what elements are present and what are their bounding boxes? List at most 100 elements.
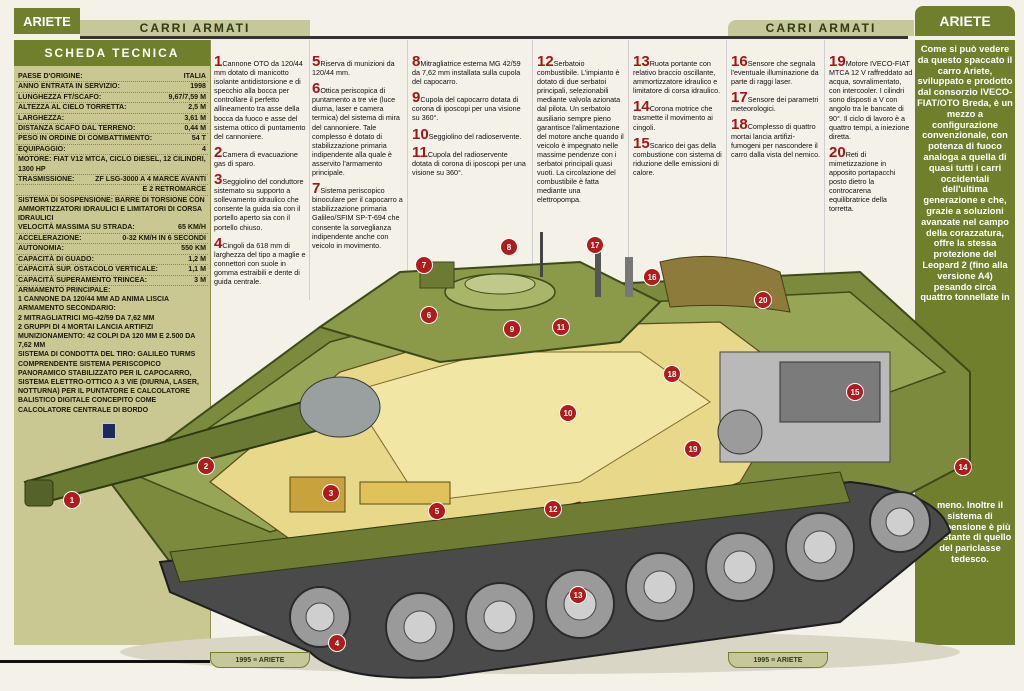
spec-row: TRASMISSIONE:ZF LSG-3000 A 4 MARCE AVANT… — [16, 175, 208, 186]
spec-row: VELOCITÀ MASSIMA SU STRADA: 65 KM/H — [16, 223, 208, 234]
callout-note: 13Ruota portante con relativo braccio os… — [633, 54, 723, 96]
callout-number: 20 — [829, 143, 846, 161]
callout-number: 8 — [412, 53, 421, 70]
left-band-label: CARRI ARMATI — [139, 21, 251, 35]
notes-column-5: 13Ruota portante con relativo braccio os… — [633, 54, 723, 183]
callout-badge-14: 14 — [954, 458, 972, 476]
left-header-band: CARRI ARMATI — [80, 20, 310, 36]
callout-text: Riserva di munizioni da 120/44 mm. — [312, 59, 395, 78]
spec-row: MOTORE: FIAT V12 MTCA, CICLO DIESEL, 12 … — [16, 155, 208, 176]
spec-key: PESO IN ORDINE DI COMBATTIMENTO: — [18, 134, 153, 143]
spec-row: PAESE D'ORIGINE:ITALIA — [16, 72, 208, 83]
spec-key: VELOCITÀ MASSIMA SU STRADA: — [18, 223, 135, 232]
callout-number: 3 — [214, 171, 223, 189]
callout-badge-2: 2 — [197, 457, 215, 475]
spec-munizionamento: MUNIZIONAMENTO: 42 COLPI DA 120 MM E 2.5… — [18, 332, 196, 350]
notes-column-6: 16Sensore che segnala l'eventuale illumi… — [731, 53, 821, 165]
spec-sospensione: SISTEMA DI SOSPENSIONE: BARRE DI TORSION… — [18, 196, 205, 223]
notes-column-1: 1Cannone OTO da 120/44 mm dotato di mani… — [214, 54, 306, 292]
callout-number: 16 — [731, 53, 748, 70]
spec-row: ALTEZZA AL CIELO TORRETTA:2,5 M — [16, 103, 208, 114]
callout-number: 12 — [537, 53, 554, 70]
callout-badge-6: 6 — [420, 306, 438, 324]
spec-row: ACCELERAZIONE:0-32 KM/H IN 6 SECONDI — [16, 234, 208, 245]
spec-key: MOTORE: FIAT V12 MTCA, CICLO DIESEL, 12 … — [18, 155, 206, 173]
callout-text: Cannone OTO da 120/44 mm dotato di manic… — [214, 59, 306, 141]
spec-row: LUNGHEZZA FT/SCAFO:9,67/7,59 M — [16, 92, 208, 104]
column-divider — [824, 40, 825, 300]
spec-value: 54 T — [191, 134, 206, 143]
callout-note: 9Cupola del capocarro dotata di corona d… — [412, 90, 528, 123]
callout-number: 2 — [214, 143, 223, 161]
callout-text: Serbatoio combustibile. L'impianto è dot… — [537, 59, 624, 205]
callout-badge-3: 3 — [322, 484, 340, 502]
notes-column-3: 8Mitragliatrice esterna MG 42/59 da 7,62… — [412, 53, 528, 183]
spec-key: ALTEZZA AL CIELO TORRETTA: — [18, 103, 127, 112]
callout-badge-15: 15 — [846, 383, 864, 401]
callout-note: 17Sensore dei parametri meteorologici. — [731, 90, 821, 114]
spec-key: CAPACITÀ DI GUADO: — [18, 254, 94, 263]
intro-text-top: Come si può vedere da questo spaccato il… — [917, 44, 1013, 303]
callout-note: 10Seggiolino del radioservente. — [412, 127, 528, 142]
spec-armamento-secondario-2: 2 GRUPPI DI 4 MORTAI LANCIA ARTIFIZI — [18, 323, 154, 331]
scheda-tecnica-title: SCHEDA TECNICA — [14, 40, 210, 66]
callout-text: Camera di evacuazione gas di sparo. — [214, 149, 298, 168]
callout-number: 4 — [214, 234, 223, 252]
spec-row: ANNO ENTRATA IN SERVIZIO:1998 — [16, 82, 208, 93]
callout-badge-13: 13 — [569, 586, 587, 604]
spec-value: ZF LSG-3000 A 4 MARCE AVANTI — [95, 175, 206, 184]
spec-row: EQUIPAGGIO: 4 — [16, 144, 208, 156]
spec-key: EQUIPAGGIO: — [18, 144, 66, 153]
spec-condotta: SISTEMA DI CONDOTTA DEL TIRO: GALILEO TU… — [18, 351, 199, 414]
callout-badge-8: 8 — [500, 238, 518, 256]
callout-number: 19 — [829, 53, 846, 70]
spec-armamento-principale: 1 CANNONE DA 120/44 MM AD ANIMA LISCIA — [18, 296, 170, 304]
footer-right: 1995 ≡ ARIETE — [728, 652, 828, 668]
callout-note: 15Scarico dei gas della combustione con … — [633, 136, 723, 177]
callout-note: 12Serbatoio combustibile. L'impianto è d… — [537, 53, 625, 205]
callout-note: 8Mitragliatrice esterna MG 42/59 da 7,62… — [412, 53, 528, 87]
spec-key: LARGHEZZA: — [18, 113, 65, 122]
spec-armamento-secondario-1: 2 MITRAGLIATRICI MG-42/59 DA 7,62 MM — [18, 314, 155, 322]
callout-badge-1: 1 — [63, 491, 81, 509]
tank-cutaway-illustration — [23, 232, 971, 679]
callout-badge-11: 11 — [552, 318, 570, 336]
column-divider — [628, 40, 629, 300]
notes-column-2: 5Riserva di munizioni da 120/44 mm. 6Otti… — [312, 54, 404, 256]
spec-key: PAESE D'ORIGINE: — [18, 72, 83, 80]
spec-value: 4 — [202, 144, 206, 153]
callout-note: 6Ottica periscopica di puntamento a tre … — [312, 81, 404, 177]
spec-key: ANNO ENTRATA IN SERVIZIO: — [18, 82, 120, 91]
callout-badge-20: 20 — [754, 291, 772, 309]
callout-badge-4: 4 — [328, 634, 346, 652]
callout-note: 14Corona motrice che trasmette il movime… — [633, 99, 723, 131]
callout-number: 18 — [731, 116, 748, 134]
callout-badge-16: 16 — [643, 268, 661, 286]
footer-rule — [0, 660, 210, 663]
spec-key: CAPACITÀ SUPERAMENTO TRINCEA: — [18, 275, 148, 284]
callout-text: Cupola del capocarro dotata di corona di… — [412, 95, 521, 123]
spec-value: 9,67/7,59 M — [168, 92, 206, 101]
callout-text: Ruota portante con relativo braccio osci… — [633, 59, 721, 96]
callout-note: 7Sistema periscopico binoculare per il c… — [312, 181, 404, 250]
callout-note: 18Complesso di quattro mortai lancia art… — [731, 116, 821, 159]
callout-note: 2Camera di evacuazione gas di sparo. — [214, 143, 306, 168]
callout-text: Sistema periscopico binoculare per il ca… — [312, 186, 403, 250]
callout-badge-10: 10 — [559, 404, 577, 422]
callout-note: 5Riserva di munizioni da 120/44 mm. — [312, 54, 404, 78]
callout-text: Sensore che segnala l'eventuale illumina… — [731, 59, 819, 87]
scheda-title-text: SCHEDA TECNICA — [44, 46, 180, 60]
callout-note: 19Motore IVECO-FIAT MTCA 12 V raffreddat… — [829, 53, 913, 141]
column-divider — [309, 40, 310, 300]
callout-text: Seggiolino del conduttore sistemato su s… — [214, 177, 304, 232]
callout-text: Sensore dei parametri meteorologici. — [731, 95, 819, 114]
callout-badge-19: 19 — [684, 440, 702, 458]
callout-text: Complesso di quattro mortai lancia artif… — [731, 122, 821, 159]
header-rule — [80, 36, 908, 39]
spec-value: 65 KM/H — [178, 223, 206, 232]
callout-note: 3Seggiolino del conduttore sistemato su … — [214, 171, 306, 232]
callout-text: Motore IVECO-FIAT MTCA 12 V raffreddato … — [829, 59, 913, 141]
callout-text: Cingoli da 618 mm di larghezza del tipo … — [214, 240, 306, 286]
callout-text: Mitragliatrice esterna MG 42/59 da 7,62 … — [412, 59, 521, 87]
